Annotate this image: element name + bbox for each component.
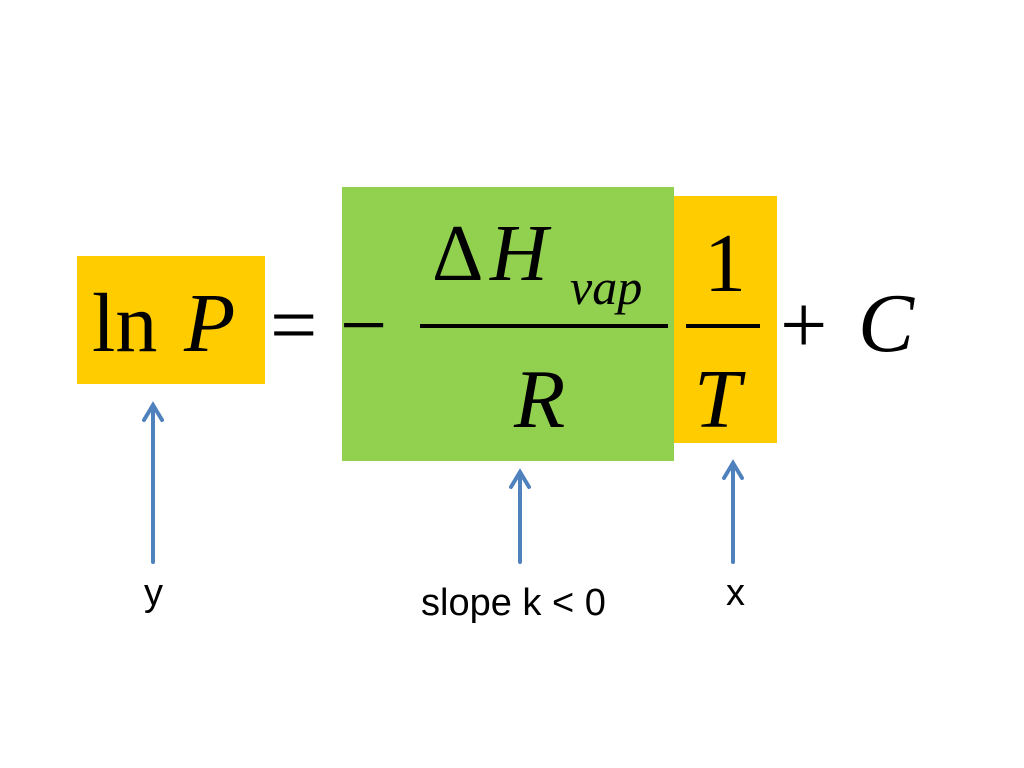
y-arrow xyxy=(142,401,164,564)
slope-arrow xyxy=(509,468,531,564)
enthalpy-variable: H xyxy=(490,210,548,298)
constant-c-variable: C xyxy=(858,277,915,370)
x-arrow xyxy=(722,459,744,564)
ln-text: ln xyxy=(92,277,158,370)
plus-sign: + xyxy=(780,279,828,372)
delta-symbol: Δ xyxy=(432,210,484,298)
numerator-one: 1 xyxy=(704,217,746,310)
y-highlight-box xyxy=(77,256,265,384)
temperature-variable: T xyxy=(694,353,741,446)
x-label: x xyxy=(726,572,745,614)
x-highlight-box xyxy=(674,196,777,443)
gas-constant-variable: R xyxy=(514,353,566,446)
pressure-variable: P xyxy=(184,277,236,370)
y-label: y xyxy=(144,572,163,614)
minus-sign: − xyxy=(340,279,388,372)
vap-subscript: vap xyxy=(570,259,643,315)
equals-sign: = xyxy=(270,279,318,372)
slope-label: slope k < 0 xyxy=(421,582,606,624)
